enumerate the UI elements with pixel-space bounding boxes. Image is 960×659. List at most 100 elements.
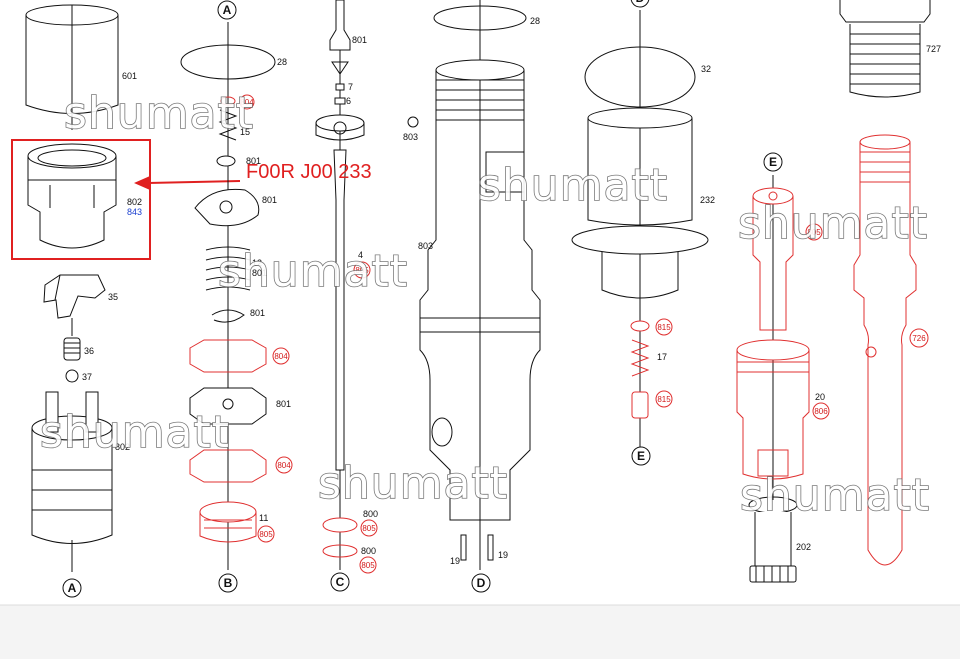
part-28-oring-d — [433, 5, 527, 31]
part-801-cone — [331, 61, 349, 75]
watermark: shumatt — [478, 160, 668, 211]
view-marker-a-bottom: A — [62, 578, 82, 598]
label-20: 20 — [815, 392, 825, 402]
page-footer-band — [0, 605, 960, 659]
label-801-b: 801 — [262, 195, 277, 205]
view-marker-b-bottom: B — [218, 573, 238, 593]
label-801-c: 801 — [252, 268, 267, 278]
label-19-b: 19 — [498, 550, 508, 560]
part-804-shim-mid — [189, 339, 267, 373]
label-232: 232 — [700, 195, 715, 205]
svg-text:B: B — [224, 576, 233, 590]
label-800-b: 800 — [361, 546, 376, 556]
label-12: 12 — [252, 258, 262, 268]
watermark: shumatt — [40, 407, 230, 458]
label-805-a: 805 — [259, 530, 273, 539]
part-804-shim-low — [189, 449, 267, 483]
label-801-e: 801 — [276, 399, 291, 409]
label-11: 11 — [259, 513, 268, 523]
svg-text:D: D — [636, 0, 645, 5]
watermark: shumatt — [64, 88, 254, 139]
part-12-spring — [205, 246, 251, 291]
label-801-a: 801 — [246, 156, 261, 166]
callout-arrow-head — [134, 176, 150, 190]
part-4-needle — [333, 149, 347, 471]
part-804-shim-top — [220, 96, 236, 106]
label-202: 202 — [796, 542, 811, 552]
label-28-b: 28 — [277, 57, 287, 67]
part-15-spring — [218, 109, 238, 141]
label-805-d: 805 — [361, 561, 375, 570]
label-806: 806 — [814, 407, 828, 416]
column-c — [315, 0, 365, 570]
part-19-pin-left — [460, 534, 467, 561]
column-a — [11, 4, 241, 572]
part-32-oring — [584, 46, 696, 108]
label-6: 6 — [346, 96, 351, 106]
callout-part-number: F00R J00 233 — [246, 161, 372, 183]
part-802-nut — [27, 143, 117, 249]
part-801-washer — [216, 155, 236, 167]
label-815-a: 815 — [657, 323, 671, 332]
part-726-rod — [853, 134, 917, 566]
part-28-oring — [180, 44, 276, 80]
svg-text:D: D — [477, 576, 486, 590]
part-35-clip — [43, 274, 106, 336]
part-800-ring-top — [322, 517, 358, 533]
part-7-ball — [335, 83, 345, 91]
label-727: 727 — [926, 44, 941, 54]
label-800-a: 800 — [363, 509, 378, 519]
label-801-d: 801 — [250, 308, 265, 318]
part-19-pin-right — [487, 534, 494, 561]
part-232-cap — [571, 107, 709, 299]
view-marker-d-bottom: D — [471, 573, 491, 593]
label-803-b: 803 — [418, 241, 433, 251]
callout-arrow — [147, 180, 241, 184]
label-28-d: 28 — [530, 16, 540, 26]
view-marker-d-top: D — [630, 0, 650, 8]
view-marker-c-bottom: C — [330, 572, 350, 592]
label-15: 15 — [240, 127, 250, 137]
label-726: 726 — [912, 334, 926, 343]
part-11-nut — [199, 501, 257, 543]
label-4: 4 — [358, 250, 363, 260]
part-36-spring — [63, 337, 81, 361]
label-805-e: 805 — [807, 228, 821, 237]
column-nozzle — [736, 175, 810, 583]
svg-text:C: C — [336, 575, 345, 589]
label-815-b: 815 — [657, 395, 671, 404]
view-marker-e-mid: E — [631, 446, 651, 466]
label-601: 601 — [122, 71, 137, 81]
label-804-a: 804 — [240, 98, 254, 107]
label-801-f: 801 — [352, 35, 367, 45]
part-601-sleeve — [25, 4, 119, 130]
view-marker-a-top: A — [217, 0, 237, 20]
svg-text:E: E — [637, 449, 645, 463]
label-802: 802 — [127, 197, 142, 207]
label-37: 37 — [82, 372, 92, 382]
highlight-box — [11, 139, 151, 260]
column-d — [407, 0, 541, 570]
label-804-b: 804 — [274, 352, 288, 361]
watermark: shumatt — [318, 458, 508, 509]
view-marker-e-top: E — [763, 152, 783, 172]
part-202-tool — [749, 512, 797, 583]
part-815-shim-top — [630, 320, 650, 332]
label-804-c: 804 — [277, 461, 291, 470]
label-35: 35 — [108, 292, 118, 302]
svg-text:E: E — [769, 155, 777, 169]
part-6-pin — [334, 97, 346, 105]
label-802-body: 802 — [115, 442, 130, 452]
svg-text:A: A — [68, 581, 77, 595]
watermark: shumatt — [738, 198, 928, 249]
label-805-b: 805 — [355, 266, 369, 275]
watermark: shumatt — [740, 470, 930, 521]
part-801-valve — [315, 114, 365, 141]
part-801-circlip — [211, 309, 245, 323]
label-19-a: 19 — [450, 556, 460, 566]
part-nozzle — [752, 187, 794, 331]
label-17: 17 — [657, 352, 667, 362]
column-b — [180, 22, 276, 570]
part-37-ball — [65, 369, 79, 383]
